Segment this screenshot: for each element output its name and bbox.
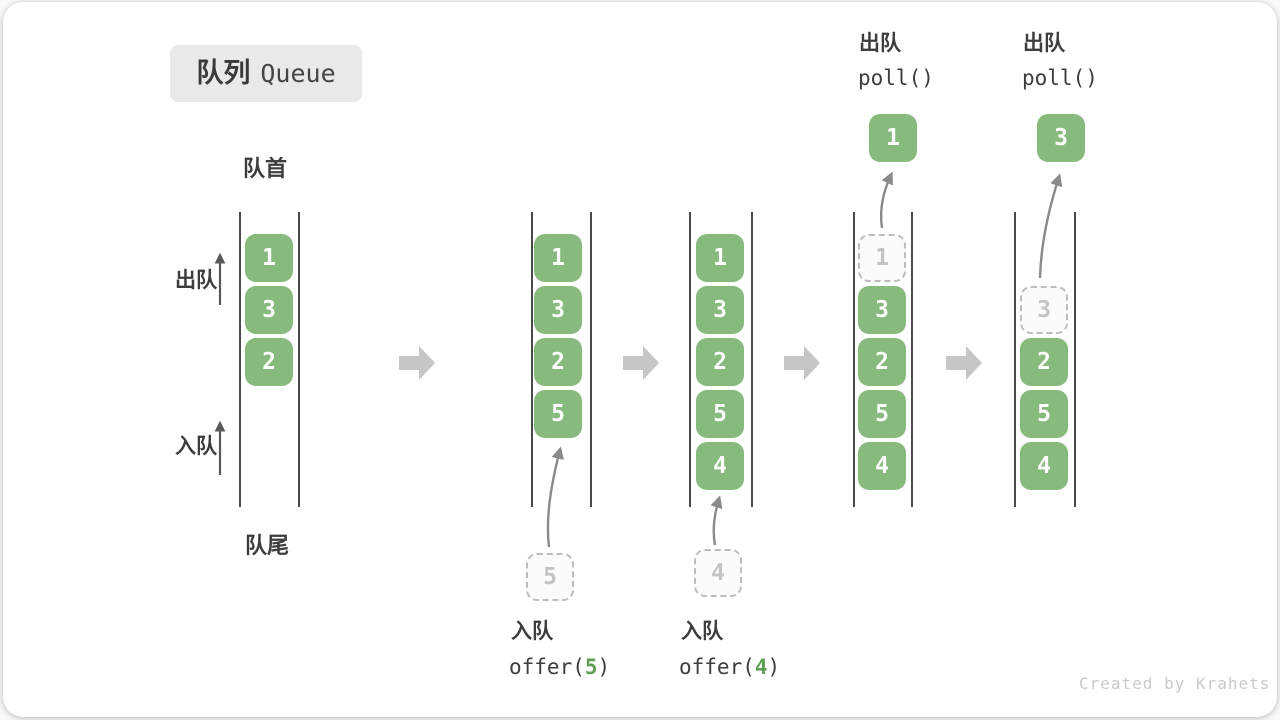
enqueue-5-code: offer(5) <box>509 657 610 678</box>
queue-item: 4 <box>858 442 906 490</box>
queue-item: 2 <box>858 338 906 386</box>
queue-wall-right <box>590 212 592 507</box>
poll-1-arrow-icon <box>879 171 893 229</box>
code-arg: 4 <box>754 655 768 679</box>
title-zh: 队列 <box>196 58 251 88</box>
poll-3-code: poll() <box>1022 66 1098 90</box>
queue-item: 3 <box>696 286 744 334</box>
queue-wall-left <box>239 212 241 507</box>
queue-item: 3 <box>858 286 906 334</box>
code-prefix: offer( <box>509 655 585 679</box>
pending-enqueue-item: 5 <box>526 553 574 601</box>
code-suffix: ) <box>597 655 611 679</box>
enqueue-5-arrow-icon <box>546 446 564 548</box>
title-en: Queue <box>260 59 336 88</box>
queue-item: 2 <box>534 338 582 386</box>
queue-item: 5 <box>534 390 582 438</box>
queue-item: 2 <box>1020 338 1068 386</box>
title-badge: 队列 Queue <box>170 45 362 102</box>
queue-item: 2 <box>245 338 293 386</box>
queue-item: 5 <box>696 390 744 438</box>
queue-item: 4 <box>696 442 744 490</box>
code-arg: 5 <box>584 655 598 679</box>
dequeue-label: 出队 <box>175 269 217 292</box>
code-suffix: ) <box>767 655 781 679</box>
code-prefix: offer( <box>679 655 755 679</box>
queue-item: 2 <box>696 338 744 386</box>
queue-item: 1 <box>696 234 744 282</box>
enqueue-5-label: 入队 <box>511 620 553 643</box>
queue-wall-right <box>298 212 300 507</box>
queue-item: 3 <box>245 286 293 334</box>
queue-front-label: 队首 <box>243 156 288 181</box>
flow-arrow-icon <box>399 346 435 380</box>
pending-enqueue-item: 4 <box>694 549 742 597</box>
queue-item: 3 <box>534 286 582 334</box>
poll-1-label: 出队 <box>859 32 901 55</box>
enqueue-label: 入队 <box>175 435 217 458</box>
queue-item: 5 <box>1020 390 1068 438</box>
flow-arrow-icon <box>946 346 982 380</box>
queue-rear-label: 队尾 <box>245 533 290 558</box>
queue-item: 5 <box>858 390 906 438</box>
enqueue-4-arrow-icon <box>710 495 723 546</box>
queue-item: 4 <box>1020 442 1068 490</box>
queue-wall-left <box>853 212 855 507</box>
flow-arrow-icon <box>623 346 659 380</box>
poll-3-label: 出队 <box>1023 32 1065 55</box>
poll-1-code: poll() <box>858 66 934 90</box>
enqueue-4-label: 入队 <box>681 620 723 643</box>
diagram-canvas: 队列 Queue 队首 队尾 出队 入队 1 3 2 1 3 2 5 1 3 2… <box>3 2 1277 717</box>
queue-wall-left <box>1014 212 1016 507</box>
queue-item-ghost: 1 <box>858 234 906 282</box>
enqueue-4-code: offer(4) <box>679 657 780 678</box>
queue-item: 1 <box>245 234 293 282</box>
poll-3-arrow-icon <box>1038 173 1063 279</box>
watermark: Created by Krahets <box>1079 674 1271 693</box>
queue-wall-left <box>531 212 533 507</box>
poll-result-item: 3 <box>1037 114 1085 162</box>
queue-wall-left <box>689 212 691 507</box>
queue-wall-right <box>911 212 913 507</box>
poll-result-item: 1 <box>869 114 917 162</box>
queue-item: 1 <box>534 234 582 282</box>
queue-wall-right <box>751 212 753 507</box>
arrows-overlay <box>214 171 1063 548</box>
queue-wall-right <box>1074 212 1076 507</box>
flow-arrow-icon <box>784 346 820 380</box>
queue-item-ghost: 3 <box>1020 286 1068 334</box>
